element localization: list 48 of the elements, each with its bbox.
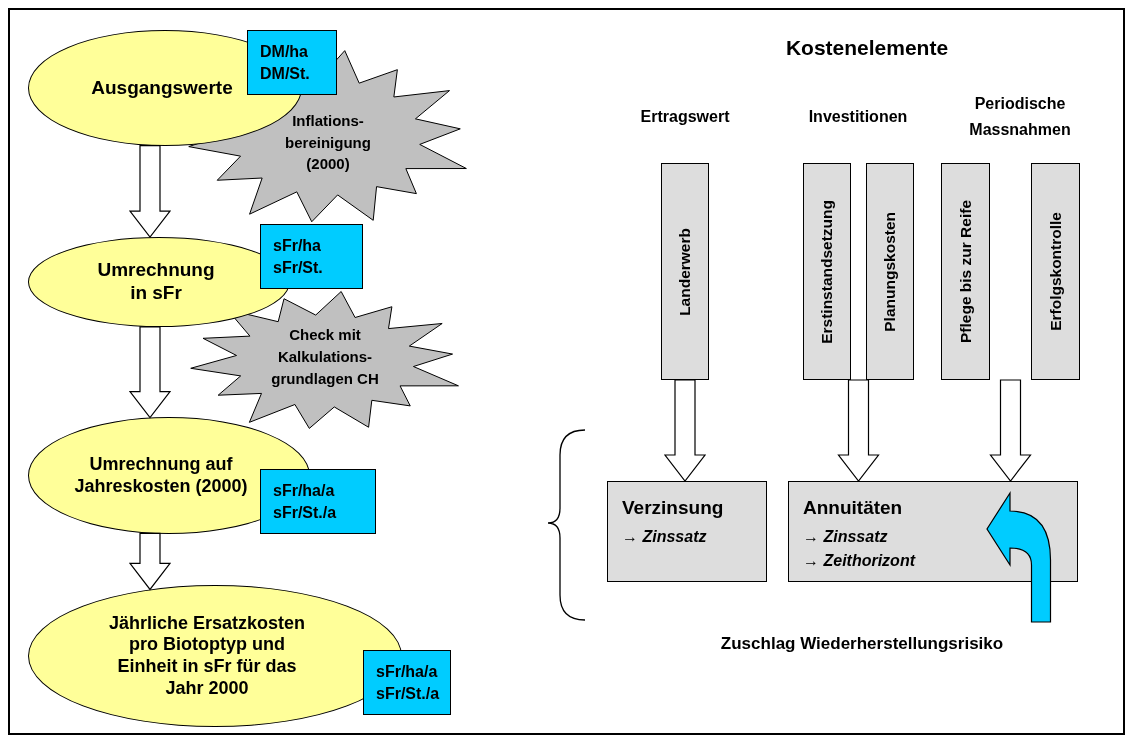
node-text: Landerwerb [676,227,694,316]
diagram-title: Kostenelemente [784,36,950,60]
node-text: → Zinssatz [622,526,708,547]
method-box [788,481,1078,582]
unit-box [260,224,363,289]
block-arrow [837,379,880,482]
cost-bar [803,163,851,380]
column-heading: Ertragswert [639,107,731,127]
node-text: Annuitäten [803,496,904,520]
cost-bar [1031,163,1080,380]
unit-box [260,469,376,534]
unit-label: sFr/ha/a [376,661,439,682]
node-text: → Zinssatz [803,526,889,547]
node-text: Inflations- bereinigung (2000) [284,110,372,175]
unit-box [363,650,451,715]
unit-label: sFr/ha [273,235,322,256]
block-arrow [128,145,172,239]
method-box [607,481,767,582]
cost-bar [661,163,709,380]
node-text: → Zeithorizont [803,551,917,572]
node-text: Erstinstandsetzung [818,199,836,344]
unit-label: sFr/St./a [273,502,338,523]
node-text: Jährliche Ersatzkosten pro Biotoptyp und Einheit in sFr für das Jahr 2000 [107,612,307,700]
node-text: Verzinsung [622,496,725,520]
unit-label: DM/St. [260,63,311,84]
unit-label: sFr/St. [273,257,324,278]
node-text: Ausgangswerte [91,76,233,100]
block-arrow [128,326,172,419]
block-arrow [128,532,172,591]
unit-label: sFr/St./a [376,683,441,704]
unit-label: DM/ha [260,41,309,62]
node-text: Pflege bis zur Reife [956,200,975,343]
node-text: Check mit Kalkulations- grundlagen CH [270,325,380,389]
cost-bar [866,163,914,380]
curved-arrow [986,492,1052,623]
unit-box [247,30,337,95]
node-text: Planungskosten [881,211,899,332]
burst-shape [190,291,460,431]
node-text: Umrechnung auf Jahreskosten (2000) [73,453,249,498]
node-text: Erfolgskontrolle [1046,212,1065,331]
block-arrow [989,379,1032,482]
cost-bar [941,163,990,380]
column-heading: Investitionen [807,107,909,127]
block-arrow [663,379,707,482]
unit-label: sFr/ha/a [273,480,336,501]
node-text: Zuschlag Wiederherstellungsrisiko [719,634,1005,654]
column-heading: Periodische Massnahmen [968,94,1072,140]
node-text: Umrechnung in sFr [96,259,216,305]
